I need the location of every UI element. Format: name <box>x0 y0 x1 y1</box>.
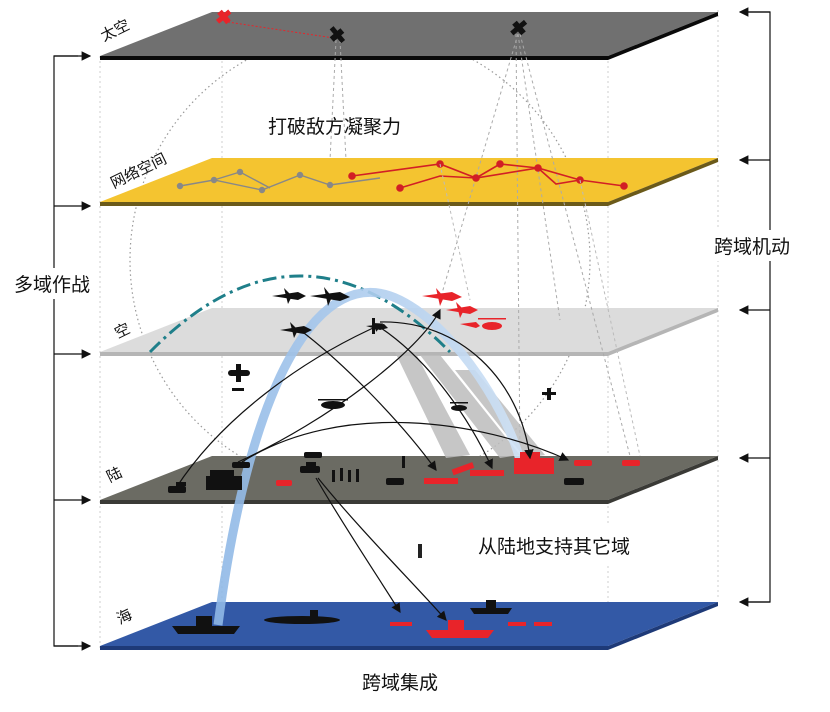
missile-launcher-icon <box>424 462 475 484</box>
jet-icon <box>272 288 306 304</box>
missile-launcher-icon <box>514 452 554 474</box>
cyber-links <box>439 163 641 457</box>
caption-land-supports-other: 从陆地支持其它域 <box>478 536 631 558</box>
space-layer <box>100 12 718 60</box>
right-arrows <box>738 7 770 607</box>
cyber-layer <box>100 158 718 206</box>
satellite-icon <box>215 9 232 25</box>
land-layer <box>100 456 718 504</box>
caption-break-cohesion: 打破敌方凝聚力 <box>268 116 402 138</box>
satellite-icon <box>329 26 346 44</box>
satellite-icon <box>510 19 528 36</box>
tank-icon <box>168 482 186 493</box>
ship-icon <box>390 622 552 626</box>
tank-icon <box>300 452 322 473</box>
helicopter-icon <box>318 399 348 409</box>
air-layer <box>100 308 718 356</box>
ship-icon <box>426 620 494 638</box>
drone-icon <box>542 388 556 400</box>
jet-icon <box>310 287 350 306</box>
sat-link <box>227 21 335 39</box>
tank-icon <box>564 478 584 485</box>
jet-icon <box>422 288 462 306</box>
marker-block <box>418 544 422 558</box>
left-arrows <box>54 51 92 651</box>
caption-cross-domain-maneuver: 跨域机动 <box>714 230 791 261</box>
tank-icon <box>574 460 640 466</box>
enemy-network <box>348 160 628 192</box>
soldier-icon <box>332 468 359 482</box>
ship-icon <box>172 616 240 634</box>
ship-icon <box>470 600 512 614</box>
jet-icon <box>280 322 312 338</box>
cross-domain-maneuver-bracket <box>742 11 771 603</box>
tank-icon <box>232 462 250 468</box>
helicopter-icon <box>450 402 468 411</box>
tank-icon <box>386 478 404 485</box>
jet-icon <box>460 322 480 328</box>
transport-plane-icon <box>228 364 250 391</box>
submarine-icon <box>264 610 340 624</box>
multi-domain-bracket <box>53 55 78 647</box>
caption-multi-domain-ops: 多域作战 <box>14 268 91 299</box>
tank-icon <box>276 480 292 486</box>
helicopter-icon <box>478 318 506 330</box>
air-defense-arc <box>148 274 452 354</box>
caption-cross-domain-integration: 跨域集成 <box>362 672 439 694</box>
satellite-beams <box>329 33 631 457</box>
missile-launcher-icon <box>470 470 504 476</box>
effect-arrows <box>175 308 570 621</box>
soldier-icon <box>402 456 405 468</box>
jet-icon <box>446 302 478 318</box>
caption-backdrop <box>474 526 670 564</box>
missile-launcher-icon <box>206 470 242 490</box>
friendly-network <box>176 168 381 194</box>
